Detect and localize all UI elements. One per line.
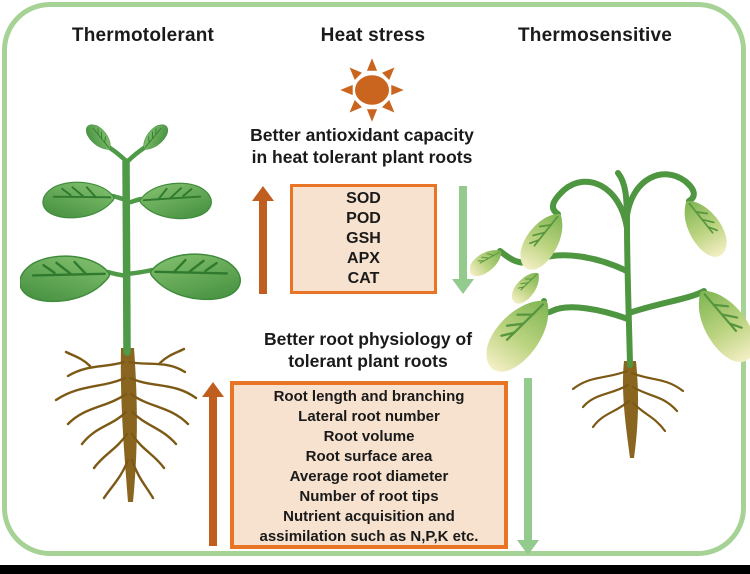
root-physiology-item: Root volume — [323, 428, 415, 445]
root-physiology-item: Average root diameter — [289, 468, 449, 485]
sun-icon — [340, 58, 404, 122]
antioxidant-increase-arrow — [252, 186, 274, 294]
antioxidant-item: CAT — [347, 270, 380, 287]
arrow-head — [202, 382, 224, 397]
root-physiology-decrease-arrow — [517, 378, 539, 555]
root-physiology-increase-arrow — [202, 382, 224, 546]
label-thermosensitive: Thermosensitive — [518, 25, 672, 46]
root-physiology-item: Lateral root number — [298, 408, 440, 425]
heading-line: tolerant plant roots — [288, 351, 448, 371]
healthy-stem — [105, 145, 155, 356]
root-physiology-box: Root length and branching Lateral root n… — [230, 381, 508, 549]
figure-border — [2, 2, 746, 556]
wilted-plant-illustration — [470, 170, 750, 458]
root-physiology-item: Root length and branching — [273, 388, 465, 405]
arrow-shaft — [524, 378, 532, 542]
antioxidant-item: APX — [347, 250, 380, 267]
heading-line: Better root physiology of — [263, 329, 473, 349]
healthy-plant-illustration — [20, 120, 244, 502]
antioxidant-box: SOD POD GSH APX CAT — [290, 184, 437, 294]
arrow-head — [517, 540, 539, 555]
heading-line: Better antioxidant capacity — [250, 125, 474, 145]
heading-line: in heat tolerant plant roots — [251, 147, 473, 167]
antioxidant-item: SOD — [346, 190, 381, 207]
antioxidant-item: POD — [346, 210, 381, 227]
arrow-shaft — [209, 395, 217, 546]
healthy-roots — [54, 347, 198, 502]
arrow-shaft — [459, 186, 467, 281]
arrow-head — [452, 279, 474, 294]
label-heat-stress: Heat stress — [320, 25, 426, 46]
antioxidant-item: GSH — [346, 230, 381, 247]
root-physiology-item: Number of root tips — [299, 488, 439, 505]
antioxidant-decrease-arrow — [452, 186, 474, 294]
antioxidant-heading: Better antioxidant capacity in heat tole… — [212, 124, 512, 168]
label-thermotolerant: Thermotolerant — [71, 25, 215, 46]
arrow-head — [252, 186, 274, 201]
arrow-shaft — [259, 199, 267, 294]
bottom-border-bar — [0, 565, 750, 574]
root-physiology-item: Nutrient acquisition and assimilation su… — [259, 508, 479, 545]
root-physiology-item: Root surface area — [305, 448, 433, 465]
healthy-leaves — [20, 120, 244, 309]
root-physiology-heading: Better root physiology of tolerant plant… — [218, 328, 518, 372]
wilted-roots — [571, 361, 685, 458]
